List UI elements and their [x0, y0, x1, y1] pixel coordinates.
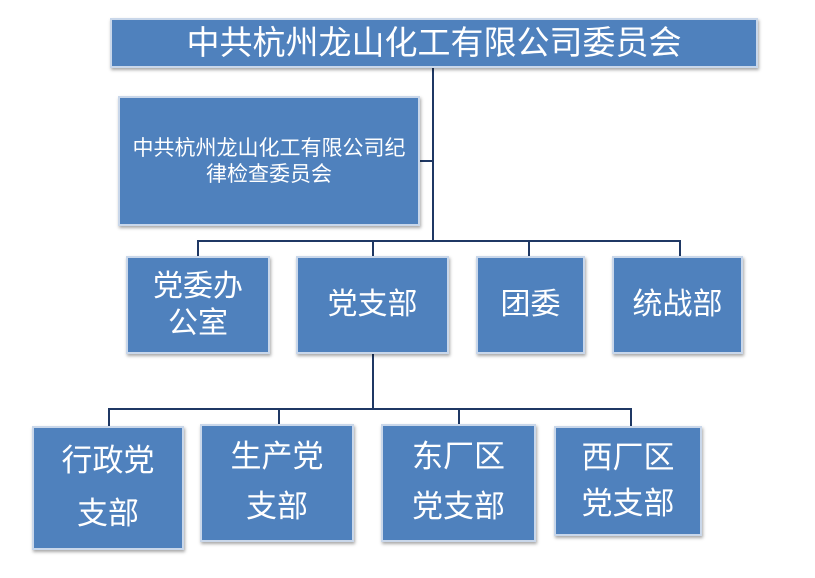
connector-root-trunk [432, 68, 434, 240]
department-label: 党委办公室 [153, 268, 243, 342]
connector-branch-2 [278, 408, 280, 426]
department-party-office: 党委办公室 [126, 256, 270, 354]
connector-dept-2 [372, 240, 374, 256]
connector-party-branch-trunk [372, 352, 374, 410]
connector-branch-1 [108, 408, 110, 426]
department-label: 党支部 [327, 287, 418, 323]
connector-departments-bus [197, 240, 681, 242]
department-label: 团委 [500, 287, 561, 323]
connector-branch-3 [458, 408, 460, 426]
connector-dept-1 [197, 240, 199, 256]
department-youth-league: 团委 [476, 256, 585, 354]
branch-label: 西厂区党支部 [581, 439, 675, 523]
department-label: 统战部 [632, 287, 723, 323]
branch-label: 生产党支部 [230, 439, 324, 525]
connector-branches-bus [108, 408, 632, 410]
discipline-committee-label: 中共杭州龙山化工有限公司纪律检查委员会 [132, 135, 406, 186]
connector-branch-4 [630, 408, 632, 426]
department-united-front: 统战部 [612, 256, 743, 354]
branch-label: 东厂区党支部 [412, 439, 505, 525]
department-party-branch: 党支部 [296, 256, 449, 354]
branch-west-plant: 西厂区党支部 [554, 426, 702, 536]
connector-dept-4 [679, 240, 681, 256]
branch-east-plant: 东厂区党支部 [381, 424, 536, 542]
root-label: 中共杭州龙山化工有限公司委员会 [186, 23, 682, 63]
connector-dept-3 [528, 240, 530, 256]
branch-production: 生产党支部 [200, 424, 354, 542]
root-node: 中共杭州龙山化工有限公司委员会 [110, 18, 758, 68]
connector-discipline-branch [418, 160, 434, 162]
branch-administration: 行政党支部 [32, 426, 184, 550]
branch-label: 行政党支部 [61, 443, 155, 532]
discipline-committee-node: 中共杭州龙山化工有限公司纪律检查委员会 [118, 96, 420, 226]
